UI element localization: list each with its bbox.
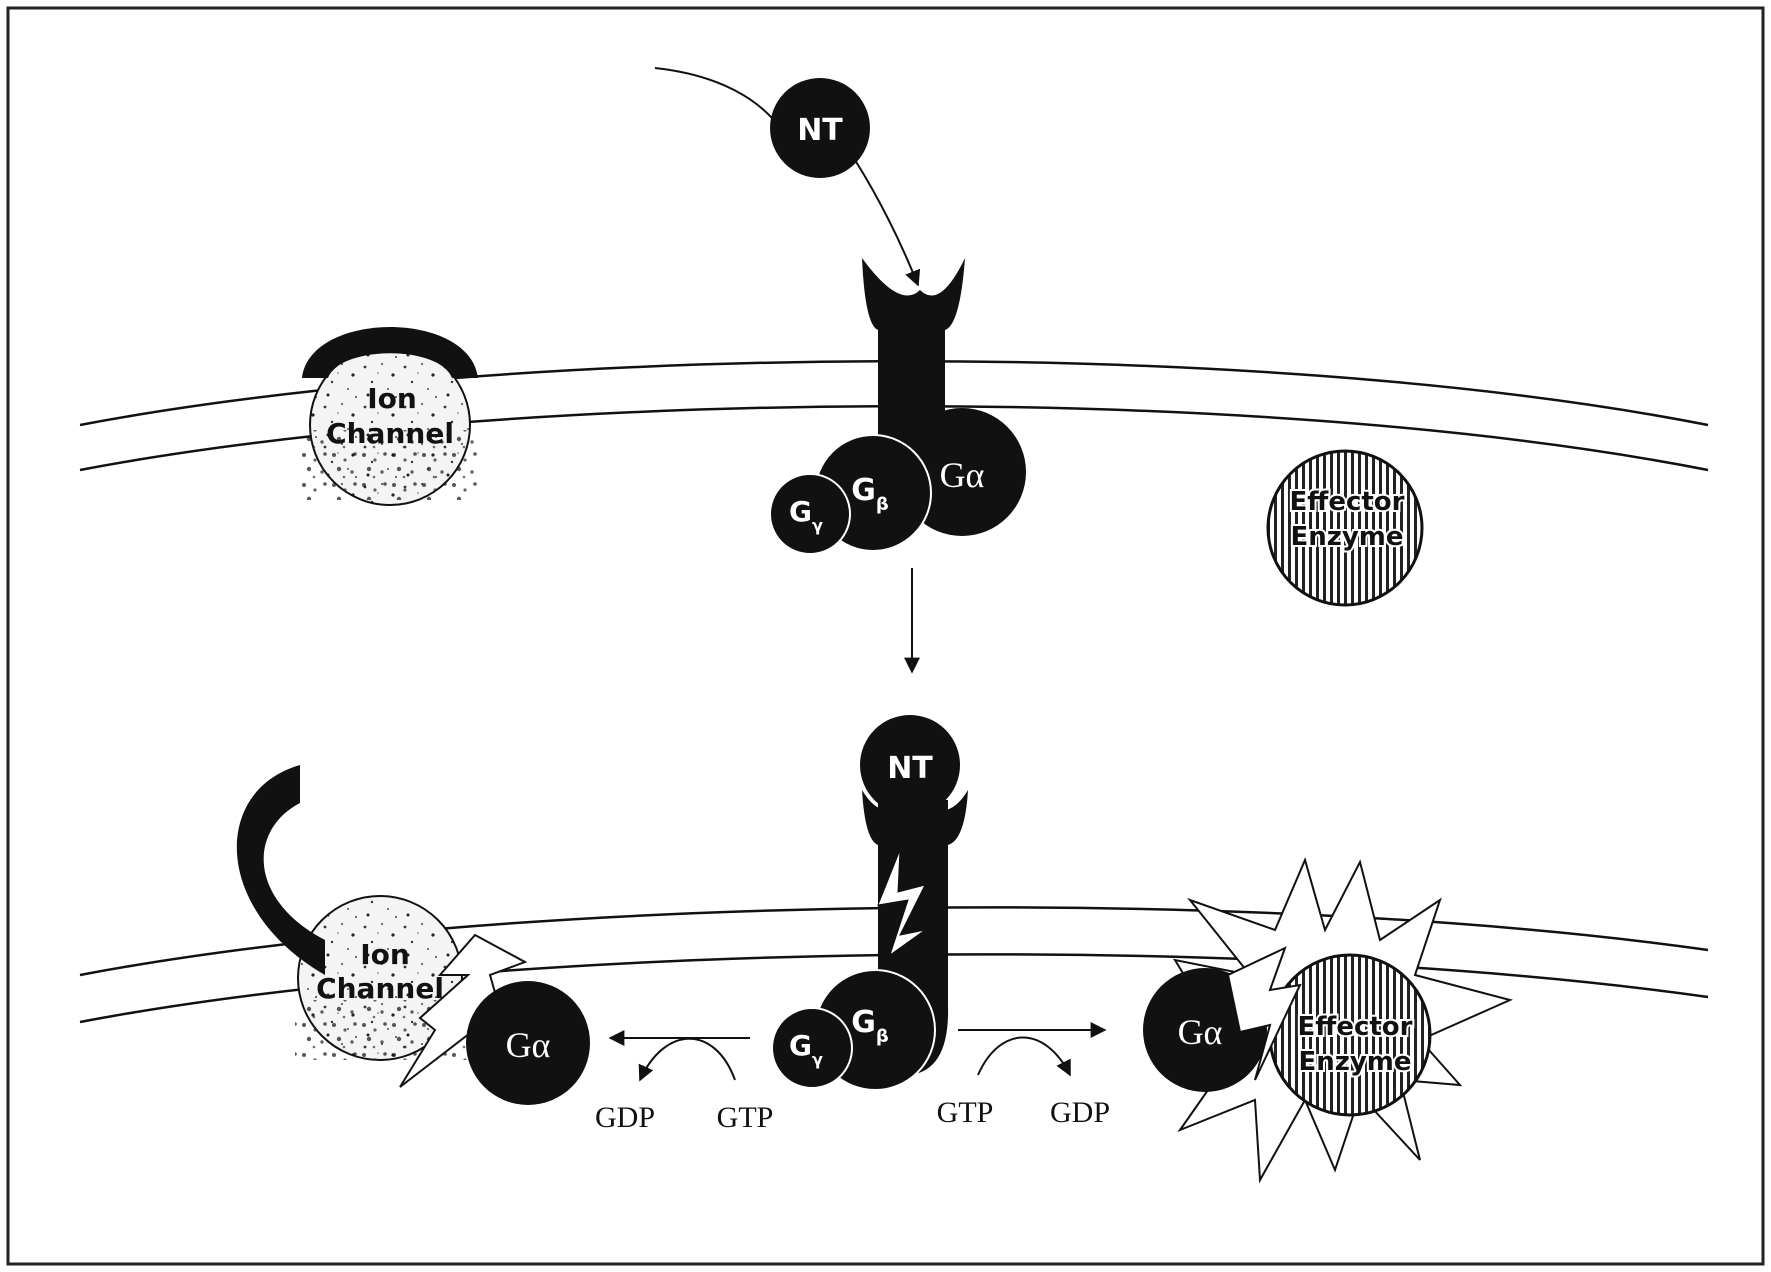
effector-bottom-label-line1: Effector	[1298, 1012, 1413, 1042]
effector-label-line2: Enzyme	[1290, 522, 1403, 552]
right-gdp-label: GDP	[1050, 1096, 1110, 1129]
left-gtp-label: GTP	[717, 1101, 774, 1134]
effector-label-line1: Effector	[1290, 487, 1405, 517]
g-gamma-subunit	[769, 473, 851, 555]
right-gtp-label: GTP	[937, 1096, 994, 1129]
g-alpha-left-label: Gα	[506, 1025, 551, 1065]
right-exchange-arrow	[977, 1036, 1071, 1077]
g-beta-label: Gβ	[851, 473, 889, 515]
ion-channel-gate-icon	[236, 765, 325, 975]
top-panel: NT Gα Gβ Gγ Ion Channel Effector Enzyme	[79, 67, 1709, 607]
left-exchange-arrow	[638, 1037, 736, 1082]
ion-channel-cap-icon	[302, 327, 478, 378]
lightning-bolt-icon	[877, 849, 926, 957]
nt-molecule-bound	[860, 715, 960, 815]
g-gamma-label: Gγ	[789, 495, 823, 535]
figure-frame	[6, 6, 1765, 1266]
nt-bound-label: NT	[887, 751, 933, 786]
nt-path-line	[654, 67, 781, 129]
ion-channel-lightning-icon	[399, 933, 528, 1088]
ion-channel-label-line1: Ion	[367, 382, 417, 415]
g-gamma-subunit-bottom	[771, 1007, 853, 1089]
g-alpha-label: Gα	[940, 455, 985, 495]
g-alpha-subunit-left	[466, 981, 590, 1105]
ion-channel-bottom-label-line2: Channel	[316, 972, 444, 1005]
g-beta-label-bottom: Gβ	[851, 1005, 889, 1047]
bottom-panel: NT Gβ Gγ GDP GTP GTP GDP Ion Channel Gα	[79, 715, 1709, 1184]
receptor-cup-icon	[862, 790, 968, 845]
nt-molecule	[770, 78, 870, 178]
effector-enzyme-top: Effector Enzyme	[1266, 449, 1424, 607]
effector-lightning-icon	[1226, 946, 1302, 1081]
effector-bottom-label-line2: Enzyme	[1298, 1047, 1411, 1077]
g-alpha-right-label: Gα	[1178, 1012, 1223, 1052]
binding-arrow	[854, 159, 921, 287]
ion-channel-bottom-label-line1: Ion	[360, 938, 410, 971]
nt-label: NT	[797, 113, 843, 148]
g-gamma-label-bottom: Gγ	[789, 1029, 823, 1069]
ion-channel-label-line2: Channel	[326, 417, 454, 450]
left-gdp-label: GDP	[595, 1101, 655, 1134]
ion-channel-top: Ion Channel	[300, 327, 480, 506]
